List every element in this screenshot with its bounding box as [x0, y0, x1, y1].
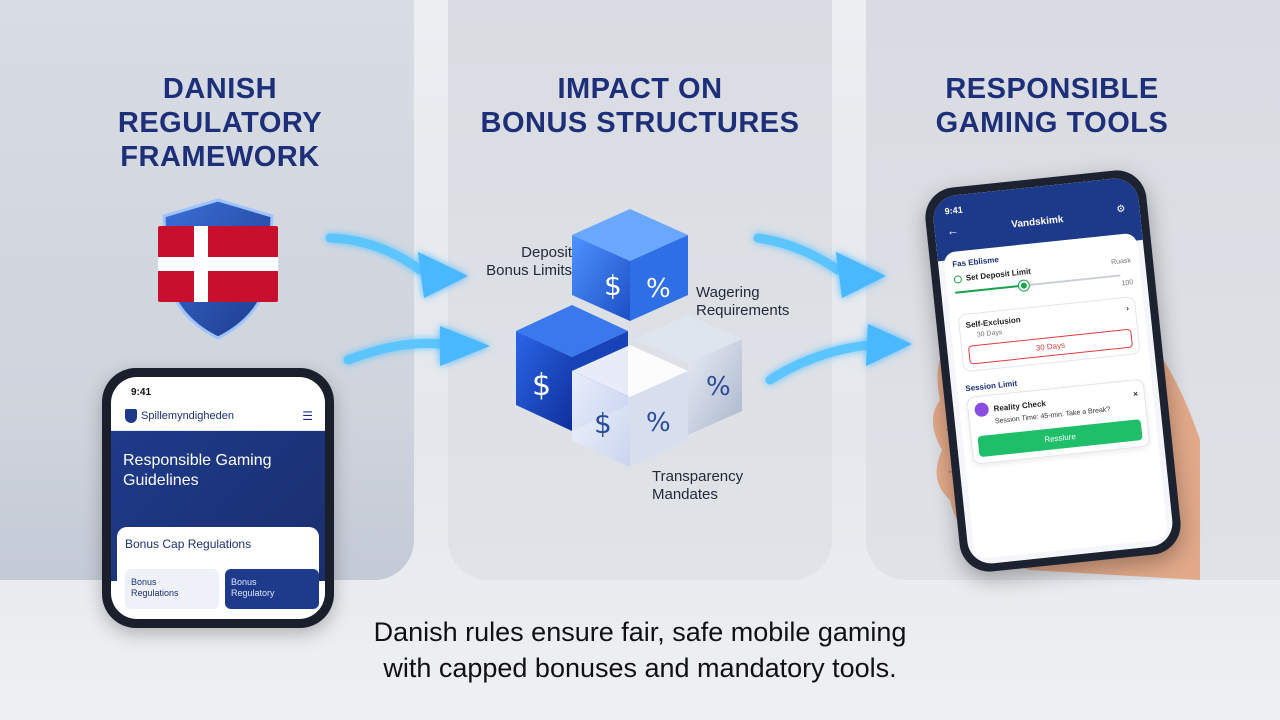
arrow-right-icon [765, 339, 885, 385]
card-title: Bonus Cap Regulations [125, 537, 252, 551]
status-time: 9:41 [131, 387, 152, 398]
hero-title-line: Responsible Gaming [123, 452, 272, 469]
deposit-cube: $ % [572, 209, 688, 321]
site-brand: Spillemyndigheden [141, 409, 234, 422]
title-line: REGULATORY [117, 107, 323, 139]
label-line: Wagering [696, 284, 760, 301]
label-line: Bonus Limits [486, 262, 572, 279]
title-line: FRAMEWORK [120, 141, 320, 173]
arrow-right-icon [753, 233, 843, 275]
dollar-icon: $ [532, 368, 551, 403]
hamburger-menu-icon[interactable]: ☰ [302, 408, 313, 423]
bonus-cubes-illustration: $ % % $ $ % [516, 209, 742, 467]
title-responsible-gaming-tools: RESPONSIBLE GAMING TOOLS [866, 72, 1238, 140]
hero-title-line: Guidelines [123, 472, 199, 489]
transparency-cube: $ % [572, 345, 688, 467]
phone-screen: 9:41 Spillemyndigheden ☰ Responsible Gam… [111, 377, 325, 619]
label-deposit-bonus-limits: Deposit Bonus Limits [478, 244, 572, 280]
label-line: Deposit [521, 244, 572, 261]
label-line: Transparency [652, 468, 744, 485]
dollar-icon: $ [594, 407, 612, 440]
wagering-cube: % [634, 315, 742, 435]
regulator-website-phone: 9:41 Spillemyndigheden ☰ Responsible Gam… [102, 368, 334, 628]
percent-icon: % [646, 408, 671, 438]
tile-line: Regulatory [231, 588, 275, 598]
hero-title: Responsible Gaming Guidelines [123, 451, 313, 491]
tile-line: Bonus [131, 577, 157, 587]
percent-icon: % [706, 372, 731, 402]
label-transparency-mandates: Transparency Mandates [652, 468, 743, 504]
bonus-cap-card[interactable]: Bonus Cap Regulations Bonus Regulations … [117, 527, 319, 609]
site-header: Spillemyndigheden ☰ [111, 401, 325, 431]
title-line: GAMING TOOLS [935, 107, 1169, 139]
title-line: BONUS STRUCTURES [480, 107, 800, 139]
caption-line: with capped bonuses and mandatory tools. [383, 653, 897, 683]
percent-icon: % [646, 274, 671, 304]
flow-arrows [325, 233, 912, 385]
title-line: DANISH [162, 73, 278, 105]
title-line: RESPONSIBLE [945, 73, 1159, 105]
label-wagering-requirements: Wagering Requirements [696, 284, 789, 320]
label-line: Requirements [696, 302, 790, 319]
arrow-right-icon [343, 338, 445, 365]
bonus-regulations-tile[interactable]: Bonus Regulations [125, 569, 219, 609]
label-line: Mandates [652, 486, 718, 503]
title-danish-regulatory-framework: DANISH REGULATORY FRAMEWORK [40, 72, 400, 174]
title-line: IMPACT ON [557, 73, 723, 105]
caption: Danish rules ensure fair, safe mobile ga… [0, 614, 1280, 686]
shield-logo-icon [125, 408, 137, 423]
dollar-icon: $ [604, 269, 622, 302]
danish-flag-shield-icon [158, 198, 278, 340]
title-impact-on-bonus-structures: IMPACT ON BONUS STRUCTURES [448, 72, 832, 140]
caption-line: Danish rules ensure fair, safe mobile ga… [373, 617, 907, 647]
tile-line: Bonus [231, 577, 257, 587]
bonus-regulatory-tile[interactable]: Bonus Regulatory [225, 569, 319, 609]
tile-line: Regulations [131, 588, 179, 598]
arrow-right-icon [325, 233, 425, 275]
